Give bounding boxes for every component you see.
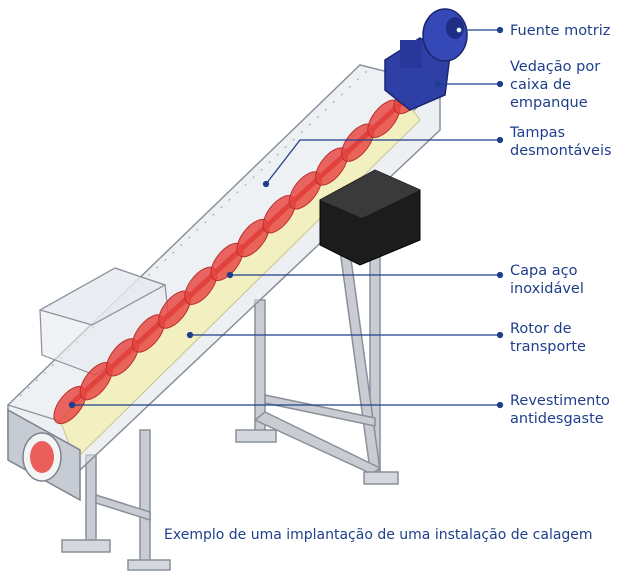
label-line: Fuente motriz — [510, 23, 611, 39]
leader-tampas — [265, 139, 500, 185]
label-line: Revestimento — [510, 393, 610, 409]
label-line: transporte — [510, 339, 586, 355]
label-revestimento: Revestimento antidesgaste — [510, 392, 610, 428]
label-line: Tampas — [510, 125, 566, 141]
drive-motor — [384, 8, 468, 111]
label-vedacao: Vedação por caixa de empanque — [510, 58, 600, 112]
support-frame — [61, 239, 399, 571]
label-capa: Capa aço inoxidável — [510, 262, 584, 298]
leader-lines — [68, 26, 504, 409]
caption: Exemplo de uma implantação de uma instal… — [164, 527, 593, 543]
label-line: desmontáveis — [510, 143, 612, 159]
inlet-flange — [7, 408, 81, 502]
label-tampas: Tampas desmontáveis — [510, 124, 612, 160]
label-line: Capa aço — [510, 263, 578, 279]
label-line: caixa de — [510, 77, 572, 93]
label-line: inoxidável — [510, 281, 584, 297]
packing-gland-box — [319, 169, 421, 266]
label-fonte-motriz: Fuente motriz — [510, 22, 610, 40]
label-line: antidesgaste — [510, 411, 604, 427]
label-line: Rotor de — [510, 321, 572, 337]
label-line: Vedação por — [510, 59, 601, 75]
label-line: empanque — [510, 95, 588, 111]
label-rotor: Rotor de transporte — [510, 320, 586, 356]
